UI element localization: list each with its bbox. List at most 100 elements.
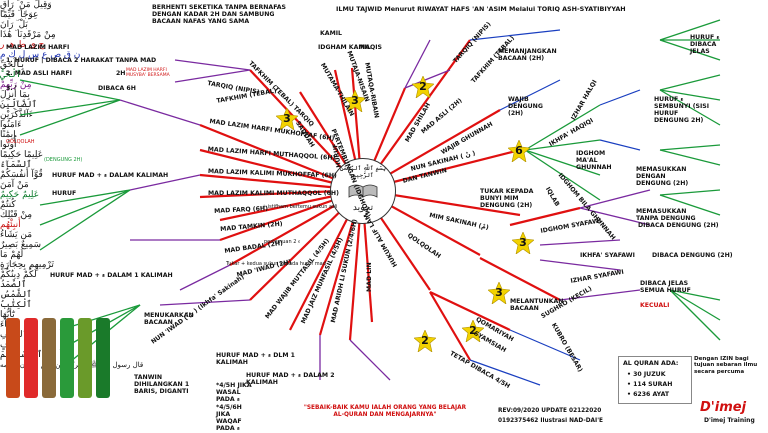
arabic-sample: مَن يَشَاءُ <box>0 230 33 240</box>
rule-huruf-mad-kalimah: HURUF MAD + ء DALAM KALIMAH <box>52 172 169 179</box>
rule-memanjangkan: MEMANJANGKAN BACAAN (2H) <box>498 48 557 63</box>
al-quran-info: AL QURAN ADA: • 30 JUZUK • 114 SURAH • 6… <box>618 356 692 404</box>
rule-menukarkan: MENUKARKAN BACAAN <box>144 312 194 327</box>
arabic-sample: عَلِيمٌ حَكِيمٌ <box>0 190 40 200</box>
mad-lazim-harfi-title: MAD LAZIM HARFI <box>6 44 70 51</box>
arabic-sample: وَقِيلَ مَنْ ۜ رَاقٍ <box>0 0 52 10</box>
arabic-sample: مِنْ رَبِّهِمْ <box>0 80 32 90</box>
brand-subtitle: D'imej Training <box>704 417 755 424</box>
arabic-sample: أُوتُوا <box>0 140 17 150</box>
spoke-idgham-kamil: IDGHAM KAMIL <box>318 44 371 51</box>
arabic-sample: مِنْ مَرْقَدِنَا ۜ هَٰذَا <box>0 30 56 40</box>
mad-badal-note: pertemuan 2 ء <box>264 239 301 245</box>
arabic-sample: لَكُمْ دِينُكُمْ <box>0 270 37 280</box>
badge-3-top: 3 <box>343 89 367 113</box>
mad-lazim-harfi-row-1: 1. HURUF | DIBACA 2 HARAKAT TANPA MAD <box>6 57 157 64</box>
badge-3-left: 3 <box>275 107 299 131</box>
rule-memasukkan-dengung: MEMASUKKAN DENGAN DENGUNG (2H) <box>636 166 689 188</box>
izin-note: Dengan IZIN bagi tujuan sebaran ilmu sec… <box>694 356 758 375</box>
arabic-sample: سَمِيعٌ بَصِيرٌ <box>0 240 42 250</box>
color-strip <box>60 318 74 398</box>
arabic-sample: قُوَّآ أَنفُسَكُمْ <box>0 170 43 180</box>
al-quran-item: • 114 SURAH <box>627 381 673 388</box>
brand-logo: D'imej <box>700 400 747 415</box>
rule-huruf-mad-1-kalimah: HURUF MAD + ء DALAM 1 KALIMAH <box>50 272 173 279</box>
al-quran-title: AL QURAN ADA: <box>623 360 679 367</box>
arabic-sample: ٱلضَّآلِّينَ <box>0 100 37 110</box>
arabic-sample: عَلِيمًا حَكِيمًا <box>0 150 44 160</box>
book-icon <box>347 183 379 199</box>
spoke-kamil: KAMIL <box>320 30 342 37</box>
mad-lazim-harfi-note: MAD LAZIM HARFI MUSYBA' BERSAMA <box>126 68 170 79</box>
arabic-sample: ٱلْحَيُّ <box>0 70 22 80</box>
rule-memasukkan-tanpa: MEMASUKKAN TANPA DENGUNG <box>636 208 696 223</box>
mad-lazim-harfi-length: DIBACA 6H <box>98 85 136 92</box>
spoke-mad-lin: MAD LIN <box>366 262 373 292</box>
rule-wasal: *4/5H JIKA WASAL PADA ء <box>216 382 252 404</box>
contact-label: 0192375462 Ilustrasi NAD-DAI'E <box>498 418 603 424</box>
golqolah-label: GOLQOLAH <box>6 139 35 145</box>
arabic-sample: ٱلْكِتَٰبُ <box>0 300 32 310</box>
rule-dibaca-jelas-semua: DIBACA JELAS SEMUA HURUF <box>640 280 691 295</box>
rule-huruf-mad-dlm-kalimah: HURUF MAD + ء DLM 1 KALIMAH <box>216 352 295 367</box>
al-quran-item: • 30 JUZUK <box>627 371 666 378</box>
arabic-sample: ٱلشَّمْسُ <box>0 290 32 300</box>
rule-huruf-dibaca-jelas: HURUF ء DIBACA JELAS <box>690 34 720 56</box>
revision-label: REV:09/2020 UPDATE 02122020 <box>498 408 602 414</box>
badge-3-bottom: 3 <box>487 281 511 305</box>
arabic-sample: بِٱلْحَقِّ <box>0 60 24 70</box>
color-strip <box>78 318 92 398</box>
hadith-quote: "SEBAIK-BAIK KAMU IALAH ORANG YANG BELAJ… <box>303 405 467 418</box>
badge-2-bottom: 2 <box>413 329 437 353</box>
rule-melantunkan: MELANTUNKAN BACAAN <box>510 298 564 313</box>
arabic-sample: إِيمَٰنًا <box>0 130 16 140</box>
arabic-sample: عِوَجًا ۜ قَيِّمًا <box>0 10 39 20</box>
mad-lazim-harfi-row-2: 2. MAD ASLI HARFI <box>6 70 72 77</box>
rule-huruf: HURUF <box>52 190 77 197</box>
arabic-sample: ءَامَنُوا <box>0 120 22 130</box>
arabic-sample: بَلْ ۜ رَانَ <box>0 20 28 30</box>
rule-idgham-maal-ghunnah: IDGHOM MA'AL GHUNNAH <box>576 150 612 172</box>
arabic-sample: يَٰٓأَيُّهَا <box>0 310 15 320</box>
rule-dibaca-dengung: DIBACA DENGUNG (2H) <box>652 252 733 259</box>
color-strip <box>6 318 20 398</box>
mad-iwad-note: Tukar + kedua sukun kepada huruf mad <box>226 261 326 267</box>
rule-waqaf: *4/5/6H JIKA WAQAF PADA ء <box>216 404 242 433</box>
rule-kecuali: KECUALI <box>640 302 670 309</box>
arabic-sample: كُنتُمْ <box>0 200 16 210</box>
color-strip <box>96 318 110 398</box>
arabic-sample: ٱلسَّمَآءُ <box>0 160 32 170</box>
badge-2-bottom-right: 2 <box>461 319 485 343</box>
rule-tanwin-dihilangkan: TANWIN DIHILANGKAN 1 BARIS, DIGANTI <box>134 374 190 396</box>
arabic-sample: ءَآلذَّكَرَيْنِ <box>0 110 33 120</box>
badge-2-top: 2 <box>411 75 435 99</box>
spoke-naqis: NAQIS <box>360 44 382 51</box>
center-label: تجويد <box>352 203 374 213</box>
arabic-sample: تَرْمِيهِم بِحِجَارَةٍ <box>0 260 54 270</box>
badge-3-right: 3 <box>511 231 535 255</box>
center-emblem: بِسْمِ ٱللَّهِ ٱلرَّحْمَٰنِ ٱلرَّحِيمِ ت… <box>330 158 396 224</box>
saktah-note: BERHENTI SEKETIKA TANPA BERNAFAS DENGAN … <box>152 4 286 26</box>
arabic-sample: أَنبِئْهُم <box>0 220 21 230</box>
rule-ikhfa-syafawi: IKHFA' SYAFAWI <box>580 252 635 259</box>
center-basmalah: بِسْمِ ٱللَّهِ ٱلرَّحْمَٰنِ ٱلرَّحِيمِ <box>339 165 386 179</box>
al-quran-item: • 6236 AYAT <box>627 391 670 398</box>
page-title: ILMU TAJWID Menurut RIWAYAT HAFS 'AN 'AS… <box>336 5 626 13</box>
arabic-sample: لَهُمْ مَا <box>0 250 24 260</box>
color-strip <box>24 318 38 398</box>
mad-farq-note: + istifham bertemu sukun asli <box>262 204 338 210</box>
arabic-sample: بِمَا أُنزِلَ <box>0 90 30 100</box>
mad-asli-harfi-letters: ح ي ط هـ ر <box>0 40 45 50</box>
rule-wajib-dengung: WAJIB DENGUNG (2H) <box>508 96 543 118</box>
dengung-label: (DENGUNG 2H) <box>44 157 83 163</box>
arabic-sample: ٱلْمُسْتَقِيمَ <box>0 350 43 360</box>
color-strip <box>42 318 56 398</box>
rule-huruf-sembunyi: HURUF ء SEMBUNYI (SISI HURUF DENGUNG 2H) <box>654 96 710 125</box>
rule-tukar-bunyi: TUKAR KEPADA BUNYI MIM DENGUNG (2H) <box>480 188 534 210</box>
arabic-sample: مِنْ قَبْلِكَ <box>0 210 33 220</box>
mad-asli-harfi-length: 2H <box>116 70 126 77</box>
spoke-mad-lazim-kalimi-muthaqqol: MAD LAZIM KALIMI MUTHAQQOL (6H) <box>208 190 339 197</box>
badge-6: 6 <box>507 139 531 163</box>
mad-lazim-harfi-row-3: 3. <box>6 85 13 92</box>
